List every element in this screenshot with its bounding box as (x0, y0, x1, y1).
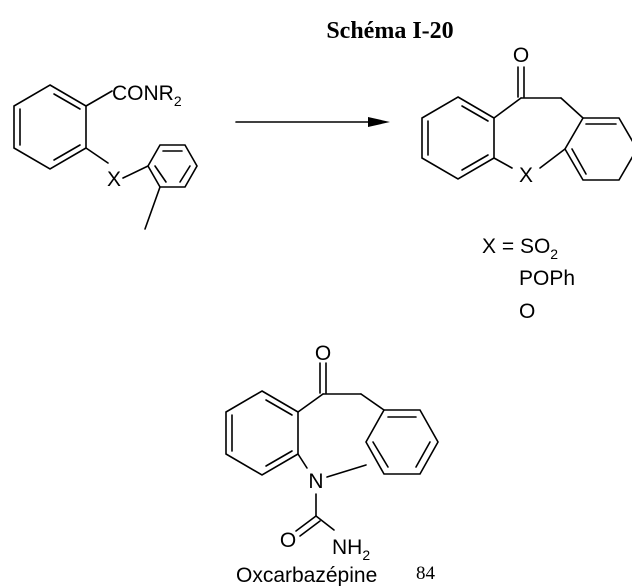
arrow-head (368, 117, 390, 127)
x-option-o: O (519, 300, 535, 323)
scheme-title: Schéma I-20 (326, 18, 453, 44)
oxcarbazepine-molecule: O N O NH2 Oxcarbazépine (225, 342, 439, 586)
bond-to-x (85, 147, 109, 164)
oxc-amine: NH2 (332, 536, 370, 563)
oxc-amide-o: O (280, 529, 296, 552)
product-ring-left (421, 96, 495, 180)
x-equals-so2: X = SO2 (482, 235, 558, 262)
x-option-poph: POPh (519, 267, 575, 290)
product-carbonyl-o: O (513, 44, 529, 67)
oxc-carbonyl-o: O (315, 342, 331, 365)
x-definition: X = SO2 POPh O (482, 235, 575, 323)
product-ring-right (564, 117, 632, 181)
oxc-ring-right (365, 409, 439, 475)
amide-label: CONR2 (112, 82, 182, 109)
product-molecule: O X (421, 44, 632, 187)
starting-material: CONR2 X (13, 82, 198, 230)
linker-x-label: X (107, 168, 121, 191)
reaction-arrow (235, 117, 390, 127)
oxcarbazepine-name: Oxcarbazépine (236, 564, 377, 586)
methyl-bond (144, 186, 161, 230)
oxc-ring-left (225, 390, 299, 476)
oxc-nitrogen: N (308, 470, 323, 493)
product-bridge-x: X (519, 164, 533, 187)
page-number: 84 (416, 563, 436, 584)
bond-to-amide (85, 90, 113, 107)
bond-x-to-ring (122, 165, 149, 179)
benzene-ring-left (13, 84, 87, 170)
